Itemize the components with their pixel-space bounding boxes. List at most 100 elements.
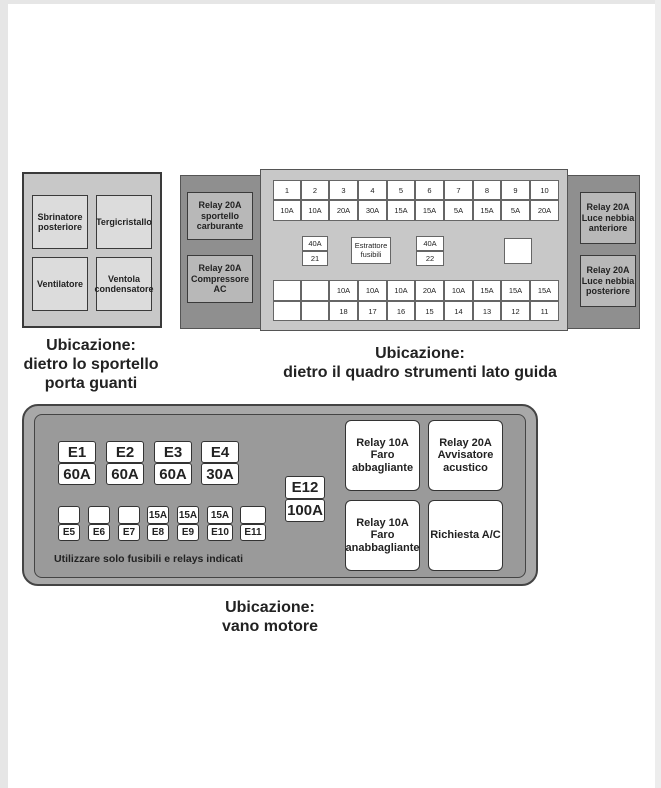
fuse-e3-id: E3 — [154, 441, 192, 463]
fuse-number: 6 — [427, 185, 432, 195]
fuse-e9-id: E9 — [177, 524, 199, 541]
fuse-number-cell: 9 — [501, 180, 530, 200]
fuse-id: E8 — [151, 527, 165, 538]
fuse-id: E10 — [211, 527, 229, 538]
fuse-amp-cell: 10A — [273, 200, 301, 221]
caption-line: dietro lo sportello — [23, 356, 159, 373]
fuse-amp: 15A — [148, 509, 168, 521]
fuse-amp-cell: 20A — [415, 280, 444, 301]
page-frame-right — [655, 0, 661, 788]
fuse-number: 13 — [482, 306, 492, 316]
fuse-id: E3 — [163, 443, 183, 461]
fuse-amp-cell: 10A — [387, 280, 415, 301]
relay-faro-abbagliante: Relay 10A Faro abbagliante — [345, 420, 420, 491]
fuse-e11-top — [240, 506, 266, 524]
fuse-number-cell: 11 — [530, 301, 559, 321]
fuse-number-cell: 1 — [273, 180, 301, 200]
caption-line: Ubicazione: — [375, 345, 465, 362]
fuse-extractor: Estrattore fusibili — [351, 237, 391, 264]
caption-line: dietro il quadro strumenti lato guida — [283, 364, 557, 381]
fuse-amp-cell: 15A — [473, 280, 501, 301]
relay-avvisatore-acustico: Relay 20A Avvisatore acustico — [428, 420, 503, 491]
fuse-number: 10 — [540, 185, 549, 195]
fuse-e5-id: E5 — [58, 524, 80, 541]
fuse-amp: 15A — [210, 509, 230, 521]
fuse-e10-id: E10 — [207, 524, 233, 541]
caption-line: porta guanti — [44, 375, 138, 392]
page-frame-top — [0, 0, 661, 4]
relay-label: Relay 20A Luce nebbia anteriore — [581, 202, 635, 234]
glovebox-item-label: Ventilatore — [36, 278, 83, 289]
fuse-amp: 30A — [206, 465, 234, 483]
fuse-e3-amp: 60A — [154, 463, 192, 485]
page-frame-left — [0, 0, 8, 788]
fuse-id: E6 — [92, 527, 106, 538]
fuse-amp: 10A — [451, 286, 466, 295]
fuse-amp: 15A — [537, 286, 552, 295]
fuse-number-cell: 14 — [444, 301, 473, 321]
fuse-number: 17 — [368, 306, 377, 316]
fuse-number-cell: 3 — [329, 180, 358, 200]
fuse-e1-amp: 60A — [58, 463, 96, 485]
fuse-number-cell: 13 — [473, 301, 501, 321]
fuse-id: E5 — [62, 527, 76, 538]
fuse-22-number: 22 — [416, 251, 444, 266]
glovebox-item-ventilatore: Ventilatore — [32, 257, 88, 311]
fuse-id: E11 — [244, 527, 262, 538]
fuse-amp: 30A — [365, 206, 380, 215]
fuse-amp: 5A — [510, 206, 521, 215]
fuse-amp: 10A — [365, 286, 380, 295]
fuse-number-cell: 4 — [358, 180, 387, 200]
relay-label: Relay 20A Avvisatore acustico — [437, 436, 494, 474]
empty-fuse-slot — [504, 238, 532, 264]
fuse-number: 1 — [284, 185, 290, 195]
note-text: Utilizzare solo fusibili e relays indica… — [54, 553, 244, 565]
fuse-amp-cell — [301, 280, 329, 301]
fuse-number: 18 — [339, 306, 348, 316]
caption-line: Ubicazione: — [46, 337, 136, 354]
fuse-amp: 5A — [453, 206, 464, 215]
fuse-amp-cell: 15A — [415, 200, 444, 221]
fuse-number-cell: 17 — [358, 301, 387, 321]
fuse-amp-cell: 5A — [501, 200, 530, 221]
fuse-amp-cell: 10A — [444, 280, 473, 301]
dashboard-caption: Ubicazione: dietro il quadro strumenti l… — [250, 344, 590, 382]
fuse-e1-id: E1 — [58, 441, 96, 463]
fuse-number-cell: 12 — [501, 301, 530, 321]
relay-label: Relay 20A Luce nebbia posteriore — [581, 265, 635, 297]
fuse-amp-cell: 10A — [301, 200, 329, 221]
fuse-e7-top — [118, 506, 140, 524]
fuse-id: E4 — [210, 443, 230, 461]
glovebox-item-label: Tergicristallo — [96, 216, 152, 227]
fuse-e8-amp: 15A — [147, 506, 169, 524]
fuse-e4-id: E4 — [201, 441, 239, 463]
fuse-amp: 40A — [308, 239, 322, 248]
fuse-amp-cell: 5A — [444, 200, 473, 221]
fuse-number-cell: 16 — [387, 301, 415, 321]
relay-label: Relay 20A Compressore AC — [190, 263, 250, 295]
glovebox-item-label: Sbrinatore posteriore — [37, 211, 83, 232]
fuse-e10-amp: 15A — [207, 506, 233, 524]
fuse-21-number: 21 — [302, 251, 328, 266]
fuse-amp-cell — [273, 280, 301, 301]
fuse-id: E9 — [181, 527, 195, 538]
fuse-e6-id: E6 — [88, 524, 110, 541]
fuse-number: 22 — [425, 254, 435, 263]
fuse-number-cell: 2 — [301, 180, 329, 200]
fuse-amp: 60A — [63, 465, 91, 483]
fuse-amp: 15A — [480, 206, 494, 215]
fuse-number: 21 — [310, 254, 320, 263]
glovebox-item-tergicristallo: Tergicristallo — [96, 195, 152, 249]
fuse-amp-cell: 15A — [501, 280, 530, 301]
fuse-amp: 20A — [537, 206, 552, 215]
relay-label: Relay 20A sportello carburante — [196, 200, 244, 232]
fuse-number-cell: 15 — [415, 301, 444, 321]
fuse-number: 16 — [396, 306, 406, 316]
relay-label: Relay 10A Faro anabbagliante — [345, 516, 420, 554]
fuse-e9-amp: 15A — [177, 506, 199, 524]
fuse-amp: 15A — [508, 286, 523, 295]
fuse-number: 2 — [312, 185, 318, 195]
fuse-amp-cell: 15A — [387, 200, 415, 221]
fuse-amp: 20A — [336, 206, 351, 215]
fuse-amp: 15A — [394, 206, 408, 215]
